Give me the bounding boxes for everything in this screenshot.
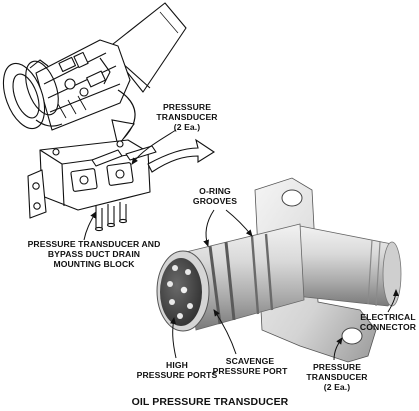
label-o-ring-grooves: O-RING GROOVES: [192, 186, 238, 206]
engine-illustration: [2, 2, 187, 131]
label-electrical-connector: ELECTRICAL CONNECTOR: [359, 312, 417, 332]
diagram-title: OIL PRESSURE TRANSDUCER: [131, 396, 289, 408]
label-mounting-block: PRESSURE TRANSDUCER AND BYPASS DUCT DRAI…: [27, 239, 161, 269]
arrow-block-to-transducer: [147, 138, 216, 173]
mounting-block-illustration: [27, 139, 157, 232]
oil-pressure-transducer-photo: [156, 177, 402, 363]
label-pressure-transducer-bottom: PRESSURE TRANSDUCER (2 Ea.): [306, 362, 368, 392]
label-pressure-transducer-top: PRESSURE TRANSDUCER (2 Ea.): [156, 102, 218, 132]
label-high-pressure-ports: HIGH PRESSURE PORTS: [136, 360, 218, 380]
label-scavenge-pressure-port: SCAVENGE PRESSURE PORT: [212, 356, 288, 376]
arrow-engine-to-block-head: [111, 119, 135, 148]
leader-lines: [83, 129, 399, 361]
